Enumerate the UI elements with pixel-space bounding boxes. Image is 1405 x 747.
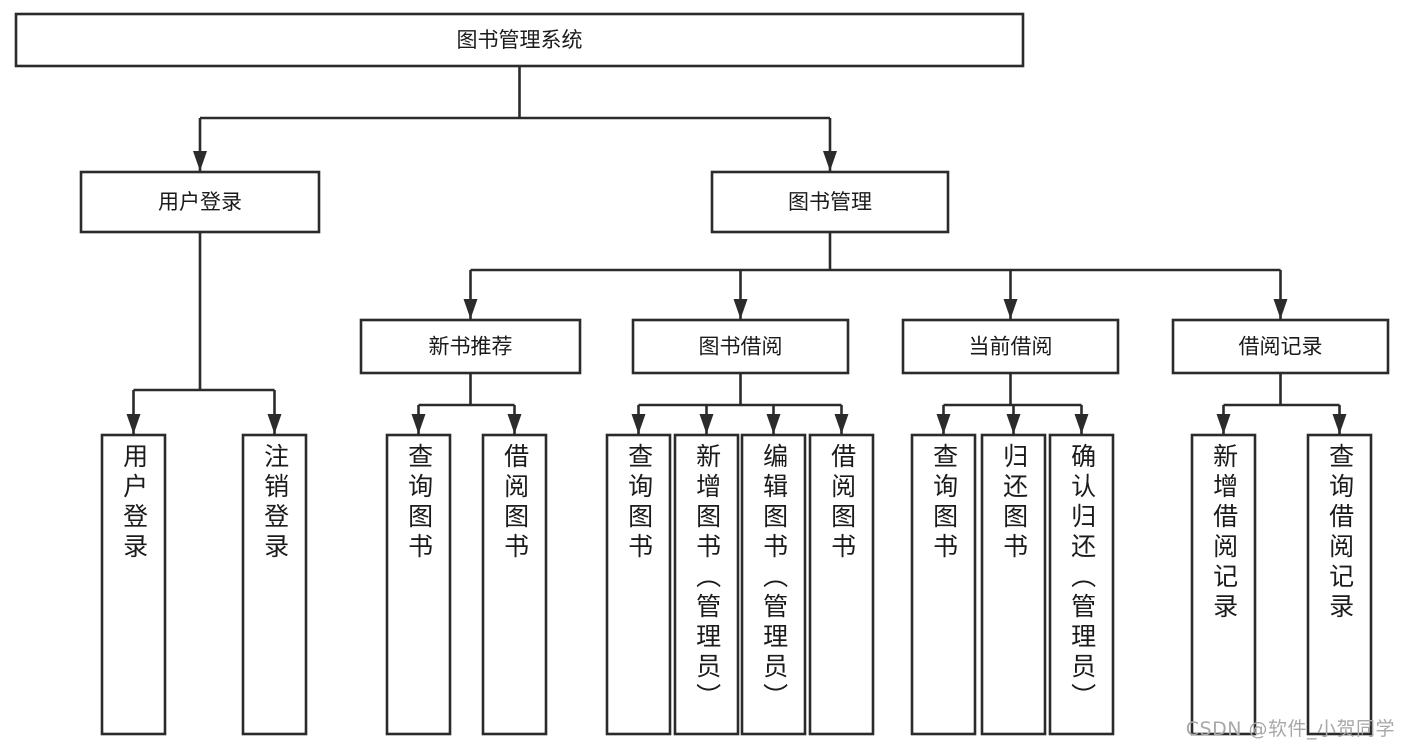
leaf-label: 查询图书 (624, 443, 654, 563)
arrow-head (267, 414, 282, 434)
arrow-head (766, 414, 781, 434)
arrow-head (733, 299, 748, 319)
node-root-label: 图书管理系统 (457, 28, 583, 52)
node-level2-label-0: 用户登录 (158, 190, 242, 214)
node-level3-label-2: 当前借阅 (969, 335, 1053, 359)
leaf-label: 查询图书 (929, 443, 959, 563)
leaf-label: 归还图书 (999, 443, 1029, 563)
node-leaf-text-7: 借阅图书 (810, 435, 873, 734)
node-leaf-9[interactable] (980, 433, 1047, 736)
node-leaf-4[interactable] (605, 433, 672, 736)
node-level2-1[interactable] (710, 170, 950, 234)
node-leaf-text-2: 查询图书 (387, 435, 450, 734)
node-leaf-2[interactable] (385, 433, 452, 736)
node-leaf-text-1: 注销登录 (243, 435, 306, 734)
arrow-head (126, 414, 141, 434)
arrow-head (1006, 414, 1021, 434)
node-leaf-6[interactable] (740, 433, 807, 736)
node-level3-label-1: 图书借阅 (699, 335, 783, 359)
arrow-head (463, 299, 478, 319)
node-leaf-text-4: 查询图书 (607, 435, 670, 734)
node-level3-2[interactable] (901, 318, 1120, 375)
node-leaf-3[interactable] (481, 433, 548, 736)
node-leaf-text-10: 确认归还（管理员） (1050, 435, 1113, 734)
arrow-head (1273, 299, 1288, 319)
arrow-head (699, 414, 714, 434)
node-leaf-text-9: 归还图书 (982, 435, 1045, 734)
arrow-head (631, 414, 646, 434)
node-leaf-7[interactable] (808, 433, 875, 736)
node-level2-label-1: 图书管理 (788, 190, 872, 214)
node-level3-0[interactable] (359, 318, 582, 375)
arrow-head (411, 414, 426, 434)
node-rect-layer (14, 12, 1390, 736)
node-root[interactable] (14, 12, 1025, 68)
node-leaf-text-5: 新增图书（管理员） (675, 435, 738, 734)
arrow-head (193, 151, 207, 171)
node-leaf-text-8: 查询图书 (912, 435, 975, 734)
node-leaf-12[interactable] (1306, 433, 1373, 736)
node-leaf-text-6: 编辑图书（管理员） (742, 435, 805, 734)
node-leaf-1[interactable] (241, 433, 308, 736)
node-leaf-0[interactable] (100, 433, 167, 736)
arrow-head (1003, 299, 1018, 319)
leaf-label: 新增图书（管理员） (692, 443, 722, 713)
node-leaf-text-0: 用户登录 (102, 435, 165, 734)
node-level3-label-0: 新书推荐 (429, 335, 513, 359)
node-level3-3[interactable] (1171, 318, 1390, 375)
node-level3-label-3: 借阅记录 (1239, 335, 1323, 359)
node-leaf-11[interactable] (1190, 433, 1257, 736)
node-leaf-5[interactable] (673, 433, 740, 736)
arrow-head (834, 414, 849, 434)
node-leaf-10[interactable] (1048, 433, 1115, 736)
leaf-label: 借阅图书 (827, 443, 857, 563)
leaf-label: 查询图书 (404, 443, 434, 563)
leaf-label: 编辑图书（管理员） (759, 443, 789, 713)
leaf-label: 确认归还（管理员） (1067, 443, 1097, 713)
leaf-label: 借阅图书 (500, 443, 530, 563)
leaf-label: 查询借阅记录 (1325, 443, 1355, 623)
leaf-label: 新增借阅记录 (1209, 443, 1239, 623)
node-leaf-text-12: 查询借阅记录 (1308, 435, 1371, 734)
arrow-head (936, 414, 951, 434)
arrow-head (507, 414, 522, 434)
node-leaf-8[interactable] (910, 433, 977, 736)
connector-layer (126, 66, 1347, 434)
leaf-label: 用户登录 (119, 443, 149, 563)
node-leaf-text-11: 新增借阅记录 (1192, 435, 1255, 734)
arrow-head (1074, 414, 1089, 434)
arrow-head (823, 151, 837, 171)
node-level3-1[interactable] (631, 318, 850, 375)
node-level2-0[interactable] (79, 170, 321, 234)
arrow-head (1332, 414, 1347, 434)
leaf-label: 注销登录 (260, 443, 290, 563)
arrow-head (1216, 414, 1231, 434)
node-leaf-text-3: 借阅图书 (483, 435, 546, 734)
